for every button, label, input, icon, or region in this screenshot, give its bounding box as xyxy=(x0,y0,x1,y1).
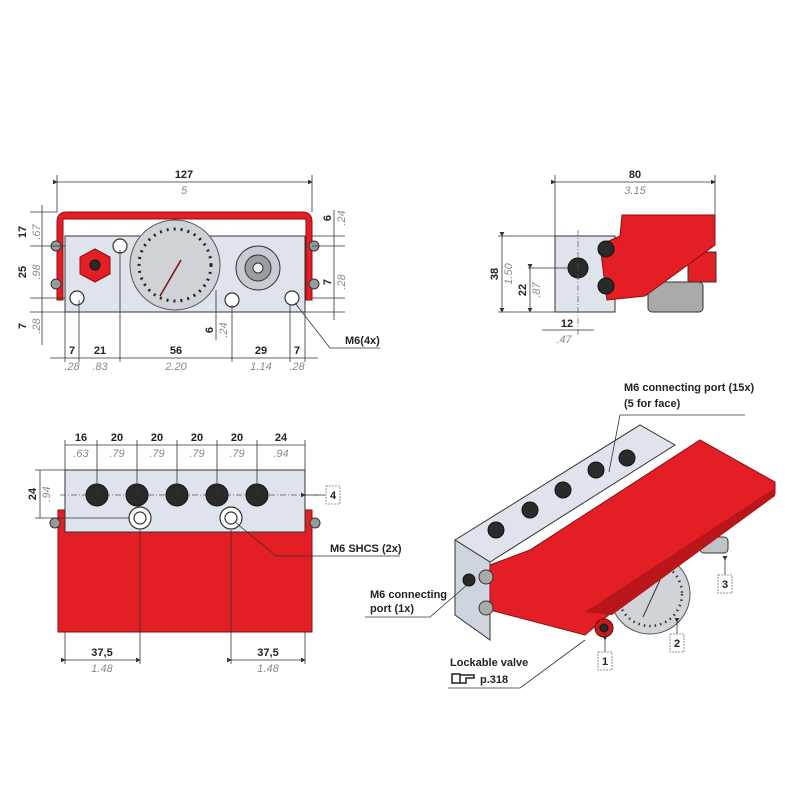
iso-valve xyxy=(599,623,609,633)
dim-spacing-in: .63 xyxy=(73,448,89,460)
dim-bottom: 7 xyxy=(69,345,75,357)
dim-left-in: .98 xyxy=(31,263,43,279)
mounting-hole xyxy=(69,290,85,306)
dim-bottom-in: .28 xyxy=(289,361,305,373)
dim-right-in: .28 xyxy=(336,273,348,289)
ref-number-3: 3 xyxy=(722,579,728,591)
dim-left-in: .67 xyxy=(31,223,43,239)
dim-right: 7 xyxy=(322,279,334,285)
dim-bolt-offset-in: 1.48 xyxy=(91,663,113,675)
dim-bottom-in: 2.20 xyxy=(164,361,187,373)
callout-ports-face: (5 for face) xyxy=(624,398,681,410)
dim-spacing-in: .79 xyxy=(189,448,204,460)
callout-ports-15x: M6 connecting port (15x) xyxy=(624,382,755,394)
dim-bottom-in: 1.14 xyxy=(250,361,271,373)
dim-spacing: 20 xyxy=(191,432,203,444)
dim-bottom: 7 xyxy=(294,345,300,357)
dim-spacing-in: .94 xyxy=(273,448,288,460)
dim-spacing-in: .79 xyxy=(109,448,124,460)
bottom-dims: 7 .28 21 .83 56 2.20 29 1.14 7 .28 xyxy=(50,250,318,373)
dim-spacing: 20 xyxy=(111,432,123,444)
mounting-hole xyxy=(224,292,240,308)
handle xyxy=(56,211,313,301)
dim-side-width-in: 3.15 xyxy=(624,185,646,197)
spacing-dims: 16 .63 20 .79 20 .79 20 .79 20 .79 24 .9… xyxy=(64,432,306,495)
dim-port-height: 22 xyxy=(517,284,529,296)
dim-left: 7 xyxy=(17,323,29,329)
dim-bottom: 21 xyxy=(94,345,106,357)
callout-lockable-valve: Lockable valve xyxy=(450,657,528,669)
iso-block-end xyxy=(454,539,491,641)
dim-width: 127 xyxy=(175,169,193,181)
valve-core xyxy=(89,259,101,271)
front-view: 127 5 17 .67 25 .98 7 .28 6 .24 7 .28 6 … xyxy=(17,169,380,373)
dim-spacing: 24 xyxy=(275,432,288,444)
ref-box-4 xyxy=(325,485,341,505)
ref-number-4: 4 xyxy=(330,490,337,502)
callout-m6-4x: M6(4x) xyxy=(345,335,380,347)
dim-port-offset: 12 xyxy=(561,318,573,330)
dim-side-width: 80 xyxy=(629,169,641,181)
dim-side-height: 38 xyxy=(489,268,501,280)
dim-bottom: 29 xyxy=(255,345,267,357)
dim-spacing-in: .79 xyxy=(229,448,244,460)
dim-port-offset-in: .47 xyxy=(556,334,572,346)
dim-depth-in: .94 xyxy=(41,486,53,501)
dim-left: 17 xyxy=(17,226,29,238)
ref-number-1: 1 xyxy=(602,656,608,668)
dim-left-in: .28 xyxy=(31,317,43,333)
dim-bottom: 56 xyxy=(170,345,182,357)
dim-spacing: 20 xyxy=(151,432,163,444)
gauge-body xyxy=(647,281,704,313)
dim-right: 6 xyxy=(322,215,334,221)
dim-spacing-in: .79 xyxy=(149,448,164,460)
callout-m6-shcs: M6 SHCS (2x) xyxy=(330,543,402,555)
dim-spacing: 20 xyxy=(231,432,243,444)
dim-depth: 24 xyxy=(27,487,39,500)
dim-bolt-offset: 37,5 xyxy=(257,647,278,659)
page-reference: p.318 xyxy=(480,674,508,686)
bracket-screw xyxy=(597,240,615,258)
gauge-ticks xyxy=(137,227,213,303)
pressure-gauge xyxy=(129,219,221,311)
side-handle-bracket xyxy=(599,214,716,301)
isometric-view: M6 connecting port (15x) (5 for face) M6… xyxy=(365,382,776,689)
top-view: 16 .63 20 .79 20 .79 20 .79 20 .79 24 .9… xyxy=(27,432,402,675)
screw-head xyxy=(308,278,320,290)
dim-hole-offset-in: .24 xyxy=(218,322,230,337)
bracket-screw xyxy=(597,277,615,295)
callout-side-port-2: port (1x) xyxy=(370,603,414,615)
dim-spacing: 16 xyxy=(75,432,87,444)
dim-bolt-offset-in: 1.48 xyxy=(257,663,279,675)
dim-bottom-in: .83 xyxy=(92,361,108,373)
dim-hole-offset: 6 xyxy=(204,327,216,333)
screw-head xyxy=(50,278,62,290)
mounting-hole xyxy=(284,290,300,306)
pointing-hand-icon xyxy=(451,673,475,684)
dim-port-height-in: .87 xyxy=(531,281,543,297)
ref-number-2: 2 xyxy=(674,638,680,650)
dim-right-in: .24 xyxy=(336,210,348,225)
dim-width-in: 5 xyxy=(181,185,188,197)
side-view: 80 3.15 38 1.50 22 .87 12 .47 xyxy=(489,169,717,346)
dim-bottom-in: .28 xyxy=(64,361,80,373)
dim-side-height-in: 1.50 xyxy=(503,262,515,284)
side-port xyxy=(462,573,476,587)
gauge-needle xyxy=(159,259,182,297)
fitting-bore xyxy=(252,262,264,274)
dim-bolt-offset: 37,5 xyxy=(91,647,112,659)
dim-left: 25 xyxy=(17,266,29,278)
callout-side-port-1: M6 connecting xyxy=(370,589,447,601)
